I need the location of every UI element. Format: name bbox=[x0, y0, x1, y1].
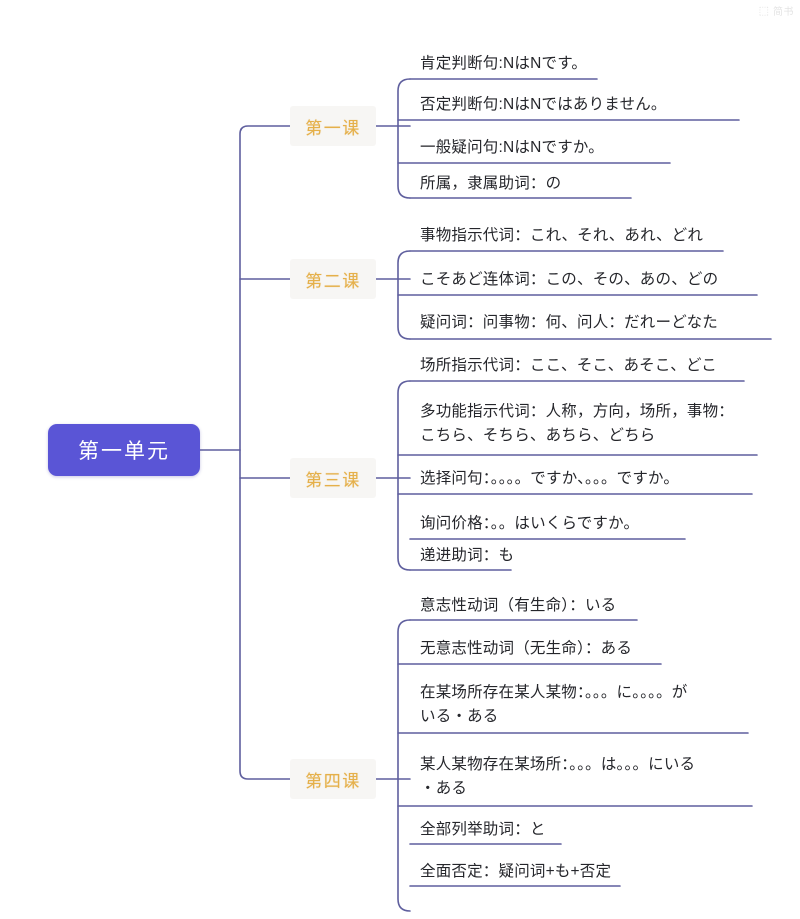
leaf-item[interactable]: 递进助词：も bbox=[420, 547, 515, 564]
leaf-item[interactable]: 所属，隶属助词：の bbox=[420, 175, 562, 192]
connector-trunk-up bbox=[239, 125, 291, 451]
branch-node-lesson-1[interactable]: 第一课 bbox=[290, 106, 376, 146]
leaf-item[interactable]: 否定判断句:NはNではありません。 bbox=[420, 96, 667, 113]
leaf-item[interactable]: 意志性动词（有生命）：いる bbox=[420, 597, 617, 614]
root-node[interactable]: 第一单元 bbox=[48, 424, 200, 476]
leaf-item[interactable]: 肯定判断句:NはNです。 bbox=[420, 55, 588, 72]
leaf-item[interactable]: 全部列举助词：と bbox=[420, 821, 546, 838]
leaf-item[interactable]: 询问价格：。。はいくらですか。 bbox=[420, 515, 640, 532]
branch-node-label: 第二课 bbox=[305, 271, 361, 291]
leaf-item[interactable]: こそあど连体词：この、その、あの、どの bbox=[420, 271, 719, 288]
leaf-item[interactable]: 全面否定：疑问词+も+否定 bbox=[420, 863, 612, 880]
leaf-item[interactable]: 疑问词：问事物：何、问人：だれーどなた bbox=[420, 314, 718, 331]
leaf-item[interactable]: 场所指示代词：ここ、そこ、あそこ、どこ bbox=[420, 357, 717, 374]
watermark: ⬚ 简书 bbox=[759, 3, 794, 18]
branch-node-lesson-2[interactable]: 第二课 bbox=[290, 259, 376, 299]
watermark-label: 简书 bbox=[773, 7, 794, 18]
branch-node-label: 第三课 bbox=[305, 470, 361, 490]
leaf-item[interactable]: 在某场所存在某人某物：。。。に。。。。が いる・ある bbox=[420, 684, 688, 725]
connector-trunk-down bbox=[239, 449, 291, 780]
connector-b2-bracket bbox=[397, 250, 411, 340]
leaf-item[interactable]: 某人某物存在某场所：。。。は。。。にいる ・ある bbox=[420, 756, 696, 797]
leaf-item[interactable]: 一般疑问句:NはNですか。 bbox=[420, 139, 604, 156]
leaf-item[interactable]: 多功能指示代词：人称，方向，场所，事物： こちら、そちら、あちら、どちら bbox=[420, 403, 735, 444]
leaf-item[interactable]: 选择问句：。。。。ですか、。。。ですか。 bbox=[420, 470, 680, 487]
root-node-label: 第一单元 bbox=[78, 440, 170, 463]
leaf-item[interactable]: 事物指示代词：これ、それ、あれ、どれ bbox=[420, 227, 704, 244]
branch-node-lesson-4[interactable]: 第四课 bbox=[290, 759, 376, 799]
connector-b4-bracket bbox=[397, 619, 411, 912]
branch-node-label: 第一课 bbox=[305, 118, 361, 138]
connector-b1-bracket bbox=[397, 78, 411, 199]
watermark-logo-icon: ⬚ bbox=[758, 4, 769, 17]
leaf-item[interactable]: 无意志性动词（无生命）：ある bbox=[420, 640, 633, 657]
branch-node-label: 第四课 bbox=[305, 771, 361, 791]
branch-node-lesson-3[interactable]: 第三课 bbox=[290, 458, 376, 498]
connector-b3-bracket bbox=[397, 380, 411, 571]
